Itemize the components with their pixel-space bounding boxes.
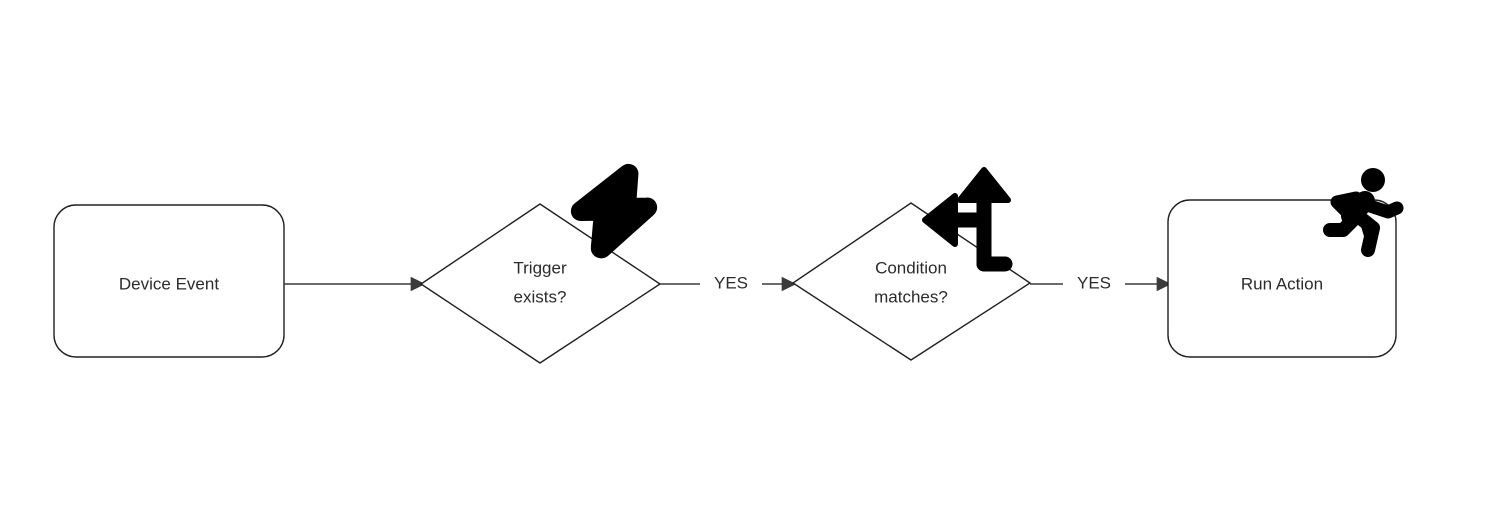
edge-condition-to-action: YES bbox=[1030, 273, 1172, 292]
condition-matches-label-line1: Condition bbox=[875, 258, 947, 277]
edge-label-yes-1: YES bbox=[714, 273, 748, 292]
run-action-label: Run Action bbox=[1241, 274, 1323, 293]
node-trigger-exists[interactable]: Trigger exists? bbox=[419, 164, 662, 364]
condition-matches-diamond[interactable] bbox=[791, 202, 1032, 361]
edge-label-yes-2: YES bbox=[1077, 273, 1111, 292]
trigger-exists-label-line1: Trigger bbox=[513, 258, 567, 277]
trigger-exists-diamond[interactable] bbox=[419, 203, 662, 364]
node-condition-matches[interactable]: Condition matches? bbox=[791, 167, 1032, 361]
running-person-icon bbox=[1323, 168, 1404, 257]
device-event-label: Device Event bbox=[119, 274, 219, 293]
branch-arrow-icon bbox=[922, 167, 1013, 272]
run-action-box[interactable] bbox=[1167, 199, 1397, 358]
edge-trigger-to-condition: YES bbox=[660, 273, 797, 292]
node-device-event[interactable]: Device Event bbox=[53, 204, 285, 358]
device-event-box[interactable] bbox=[53, 204, 285, 358]
condition-matches-label-line2: matches? bbox=[874, 287, 948, 306]
node-run-action[interactable]: Run Action bbox=[1167, 168, 1404, 358]
trigger-exists-label-line2: exists? bbox=[514, 287, 567, 306]
lightning-bolt-icon bbox=[570, 164, 658, 259]
